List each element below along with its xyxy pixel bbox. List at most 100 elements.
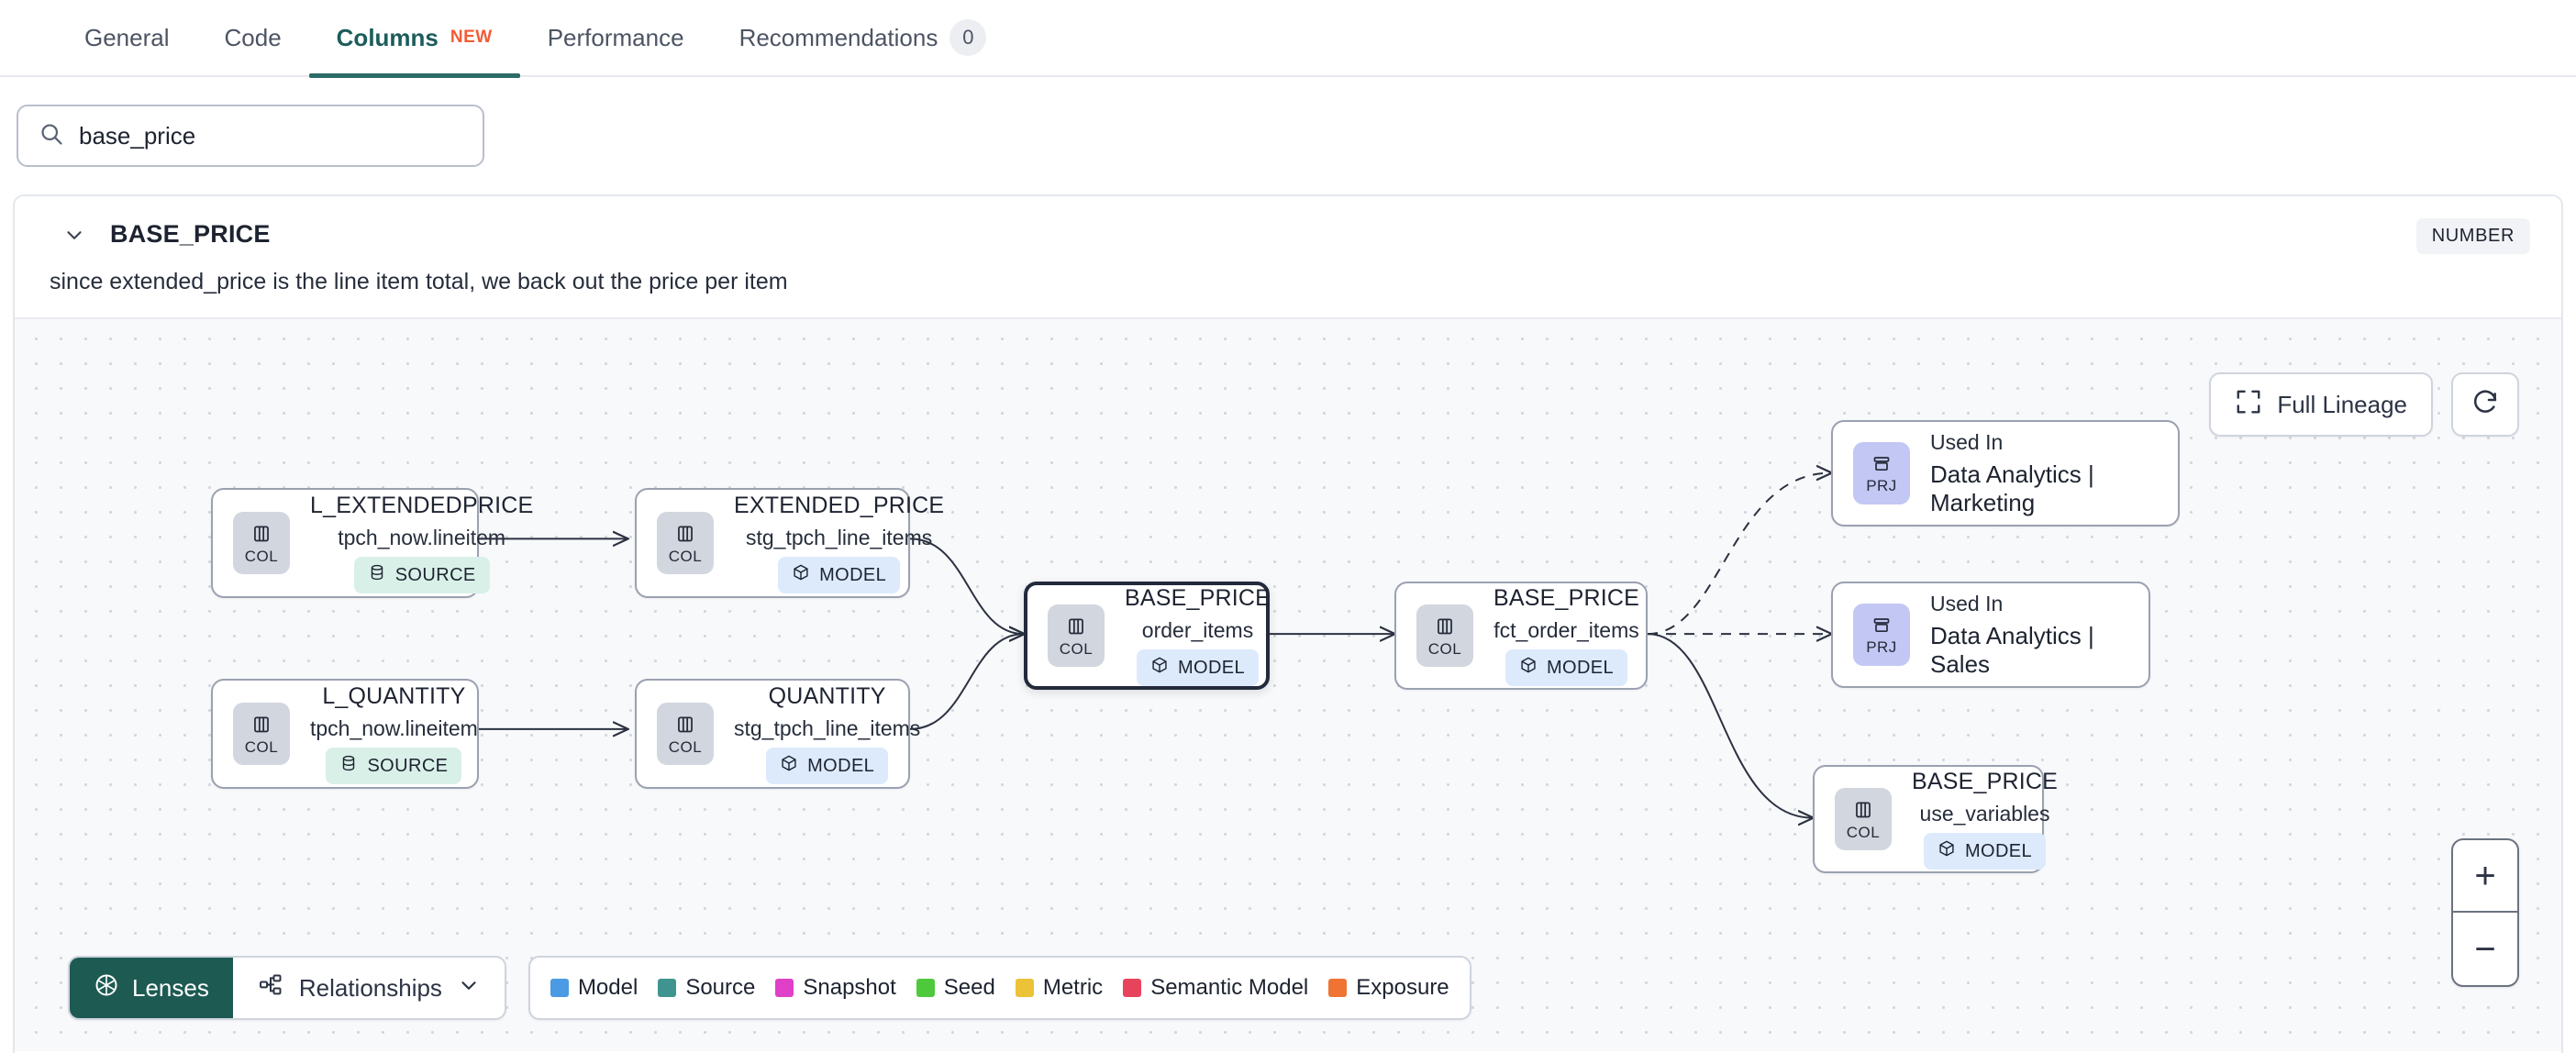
legend-label: Source (685, 975, 756, 1000)
search-box[interactable] (17, 105, 484, 167)
legend-item-source: Source (658, 975, 755, 1001)
node-name: BASE_PRICE (1125, 585, 1271, 611)
node-kind-tag: COL (1059, 639, 1094, 658)
tab-label: Code (224, 23, 282, 51)
lineage-node-base-price-fct-order-items[interactable]: COL BASE_PRICE fct_order_items MODEL (1394, 582, 1648, 690)
legend-item-seed: Seed (916, 975, 995, 1001)
zoom-out-button[interactable]: − (2474, 928, 2496, 970)
node-type-pill: MODEL (778, 557, 901, 593)
legend-label: Exposure (1356, 975, 1449, 1000)
lenses-relationships-group: Lenses Relationships (68, 956, 506, 1020)
node-kind-tag: COL (668, 547, 703, 565)
lineage-node-base-price-order-items[interactable]: COL BASE_PRICE order_items MODEL (1024, 582, 1271, 690)
chevron-down-icon (457, 973, 481, 1003)
node-kind-tag: COL (244, 547, 279, 565)
node-subtitle: fct_order_items (1493, 618, 1639, 642)
used-in-label: Used In (1930, 591, 2004, 615)
node-type-pill: SOURCE (326, 748, 462, 784)
lineage-node-project-marketing[interactable]: PRJ Used In Data Analytics | Marketing (1831, 420, 2180, 526)
node-body: QUANTITY stg_tpch_line_items MODEL (714, 683, 948, 784)
tab-label: General (84, 23, 170, 51)
column-name: BASE_PRICE (110, 220, 271, 248)
legend-item-model: Model (550, 975, 638, 1001)
lineage-node-quantity[interactable]: COL QUANTITY stg_tpch_line_items MODEL (635, 679, 920, 789)
column-icon: COL (233, 703, 290, 765)
tab-label: Recommendations (738, 23, 938, 51)
node-name: L_QUANTITY (322, 683, 466, 709)
node-name: EXTENDED_PRICE (734, 493, 945, 518)
column-icon: COL (1048, 604, 1105, 667)
canvas-controls: Full Lineage (2209, 372, 2519, 437)
project-body: Used In Data Analytics | Marketing (1910, 430, 2178, 517)
node-kind-tag: COL (668, 737, 703, 756)
node-body: BASE_PRICE order_items MODEL (1105, 585, 1298, 686)
relationships-button[interactable]: Relationships (233, 958, 505, 1018)
node-body: L_EXTENDEDPRICE tpch_now.lineitem SOURCE (290, 493, 561, 593)
lineage-canvas[interactable]: Full Lineage COL L_EXTENDEDPRICE tpc (15, 317, 2561, 1051)
lineage-node-l-quantity[interactable]: COL L_QUANTITY tpch_now.lineitem SOURCE (211, 679, 479, 789)
node-type-legend: Model Source Snapshot Seed Metric (527, 956, 1471, 1020)
legend-swatch (1123, 979, 1142, 997)
search-icon (39, 121, 64, 151)
node-body: BASE_PRICE use_variables MODEL (1892, 769, 2085, 870)
node-type-label: MODEL (1964, 840, 2033, 861)
project-name: Data Analytics | Marketing (1930, 460, 2094, 516)
legend-swatch (916, 979, 935, 997)
column-description: since extended_price is the line item to… (50, 269, 788, 294)
aperture-icon (94, 972, 119, 1004)
chevron-down-icon[interactable] (62, 223, 86, 247)
node-subtitle: order_items (1141, 618, 1254, 642)
legend-item-metric: Metric (1015, 975, 1103, 1001)
node-name: BASE_PRICE (1493, 585, 1640, 611)
refresh-button[interactable] (2451, 372, 2519, 437)
column-type-badge: NUMBER (2415, 218, 2530, 254)
legend-swatch (658, 979, 677, 997)
tab-general[interactable]: General (57, 0, 197, 76)
legend-swatch (775, 979, 794, 997)
canvas-bottom-bar: Lenses Relationships (68, 956, 1471, 1020)
lineage-edges (479, 319, 2561, 1051)
column-icon: COL (1416, 604, 1473, 667)
project-icon: PRJ (1853, 442, 1910, 504)
legend-label: Model (577, 975, 638, 1000)
tab-bar: General Code Columns NEW Performance Rec… (0, 0, 2576, 78)
database-icon (339, 754, 358, 778)
tab-recommendations[interactable]: Recommendations 0 (712, 0, 1015, 76)
node-subtitle: tpch_now.lineitem (338, 526, 506, 549)
legend-label: Snapshot (803, 975, 896, 1000)
cube-icon (1938, 839, 1956, 863)
full-lineage-label: Full Lineage (2277, 390, 2407, 418)
lineage-node-project-sales[interactable]: PRJ Used In Data Analytics | Sales (1831, 582, 2150, 688)
node-subtitle: stg_tpch_line_items (734, 716, 921, 740)
search-input[interactable] (79, 121, 462, 150)
legend-item-snapshot: Snapshot (775, 975, 896, 1001)
project-icon: PRJ (1853, 604, 1910, 666)
node-kind-tag: PRJ (1866, 637, 1897, 656)
lenses-button[interactable]: Lenses (70, 958, 233, 1018)
node-name: L_EXTENDEDPRICE (310, 493, 534, 518)
expand-icon (2235, 388, 2262, 422)
node-type-label: SOURCE (367, 755, 449, 776)
legend-label: Semantic Model (1150, 975, 1309, 1000)
database-icon (368, 563, 386, 587)
column-panel: BASE_PRICE NUMBER since extended_price i… (13, 194, 2563, 1053)
column-header: BASE_PRICE NUMBER (15, 196, 2561, 254)
node-type-pill: MODEL (1136, 649, 1260, 686)
lineage-node-base-price-use-variables[interactable]: COL BASE_PRICE use_variables MODEL (1813, 765, 2058, 873)
tab-performance[interactable]: Performance (520, 0, 712, 76)
node-type-label: SOURCE (394, 564, 476, 585)
node-type-label: MODEL (819, 564, 887, 585)
lineage-node-extended-price[interactable]: COL EXTENDED_PRICE stg_tpch_line_items M… (635, 488, 944, 598)
project-name: Data Analytics | Sales (1930, 621, 2094, 678)
cube-icon (780, 754, 798, 778)
lineage-node-l-extendedprice[interactable]: COL L_EXTENDEDPRICE tpch_now.lineitem SO… (211, 488, 533, 598)
node-type-pill: SOURCE (353, 557, 490, 593)
refresh-icon (2471, 387, 2500, 423)
zoom-controls: + − (2451, 838, 2519, 987)
tab-columns[interactable]: Columns NEW (308, 0, 520, 78)
full-lineage-button[interactable]: Full Lineage (2209, 372, 2433, 437)
node-kind-tag: COL (244, 737, 279, 756)
zoom-in-button[interactable]: + (2453, 840, 2517, 913)
node-kind-tag: COL (1846, 823, 1881, 841)
tab-code[interactable]: Code (197, 0, 309, 76)
